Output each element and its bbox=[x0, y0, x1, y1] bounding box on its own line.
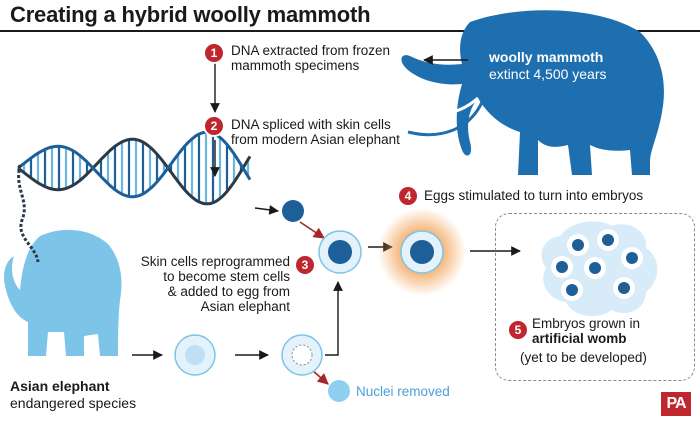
step-4-text: Eggs stimulated to turn into embryos bbox=[424, 188, 644, 203]
step-2-text: DNA spliced with skin cells from modern … bbox=[231, 117, 400, 147]
mammoth-note: extinct 4,500 years bbox=[489, 66, 607, 82]
step-1-badge: 1 bbox=[205, 44, 223, 62]
step-4-badge: 4 bbox=[399, 187, 417, 205]
pa-logo: PA bbox=[661, 392, 691, 416]
step-5-line-1: Embryos grown in bbox=[532, 316, 641, 331]
flow-arrows bbox=[132, 55, 521, 360]
page-title: Creating a hybrid woolly mammoth bbox=[10, 2, 371, 27]
step-2-line-2: from modern Asian elephant bbox=[231, 132, 400, 147]
step-2-line-1: DNA spliced with skin cells bbox=[231, 117, 391, 132]
step-1-text: DNA extracted from frozen mammoth specim… bbox=[231, 43, 390, 73]
mammoth-name: woolly mammoth bbox=[489, 49, 604, 65]
embryo-cluster bbox=[541, 221, 658, 317]
dna-helix bbox=[17, 130, 252, 263]
step-5-line-3: (yet to be developed) bbox=[520, 350, 647, 365]
elephant-silhouette bbox=[4, 229, 122, 356]
step-2-badge: 2 bbox=[205, 117, 223, 135]
step-3-line-1: Skin cells reprogrammed bbox=[140, 254, 290, 269]
nuclei-removed-label: Nuclei removed bbox=[356, 384, 450, 399]
elephant-label: Asian elephant endangered species bbox=[10, 378, 136, 412]
dna-strand bbox=[17, 137, 252, 206]
step-3-badge: 3 bbox=[296, 256, 314, 274]
title-divider bbox=[0, 30, 700, 32]
step-3-line-4: Asian elephant bbox=[200, 299, 290, 314]
dna-tail bbox=[17, 164, 40, 263]
elephant-name: Asian elephant bbox=[10, 378, 110, 394]
cells bbox=[174, 200, 466, 402]
step-1-line-1: DNA extracted from frozen bbox=[231, 43, 391, 58]
artificial-womb-box bbox=[495, 213, 695, 381]
mammoth-silhouette bbox=[401, 10, 664, 176]
step-1-line-2: mammoth specimens bbox=[231, 58, 360, 73]
mammoth-label: woolly mammoth extinct 4,500 years bbox=[489, 49, 607, 83]
step-3-text: Skin cells reprogrammed to become stem c… bbox=[108, 254, 290, 314]
elephant-note: endangered species bbox=[10, 395, 137, 411]
step-3-line-2: to become stem cells bbox=[163, 269, 290, 284]
step-5-line-2: artificial womb bbox=[532, 331, 627, 346]
step-5-text-a: Embryos grown in artificial womb bbox=[532, 316, 640, 346]
step-3-line-3: & added to egg from bbox=[167, 284, 290, 299]
step-5-badge: 5 bbox=[509, 321, 527, 339]
